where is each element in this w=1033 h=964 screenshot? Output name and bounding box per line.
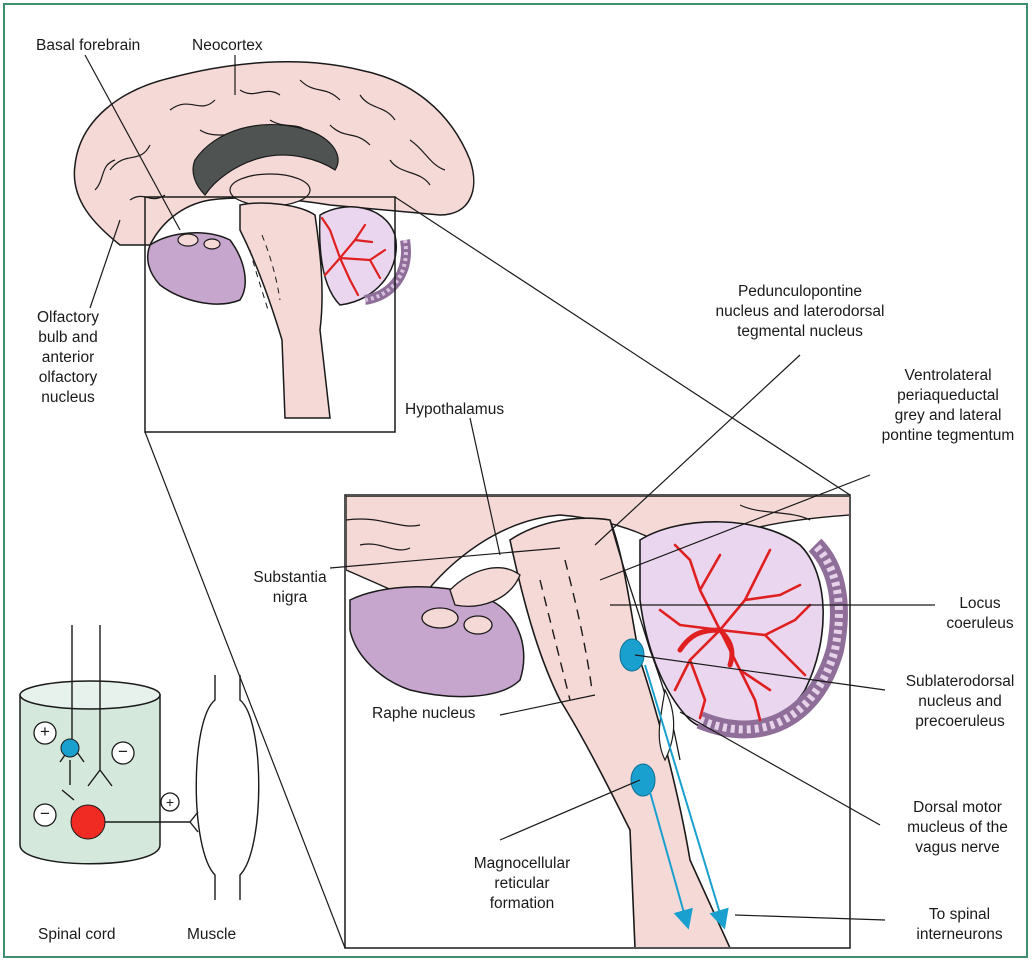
muscle-shape	[196, 675, 259, 900]
top-brainstem	[240, 203, 330, 418]
label-ventrolateral: Ventrolateral periaqueductal grey and la…	[868, 366, 1028, 446]
minus-sign: −	[35, 804, 55, 824]
label-neocortex: Neocortex	[192, 36, 263, 56]
label-olfactory: Olfactory bulb and anterior olfactory nu…	[18, 308, 118, 408]
label-spinal-cord: Spinal cord	[38, 925, 116, 945]
label-substantia-nigra: Substantia nigra	[245, 568, 335, 608]
label-basal-forebrain: Basal forebrain	[36, 36, 140, 56]
spinal-cord-diagram	[20, 625, 259, 900]
plus-sign: +	[35, 722, 55, 742]
label-sublaterodorsal: Sublaterodorsal nucleus and precoeruleus	[890, 672, 1030, 732]
plus-sign: +	[161, 792, 179, 812]
interneuron	[61, 739, 79, 757]
magnocellular-nucleus-dot	[631, 764, 655, 796]
label-to-spinal: To spinal interneurons	[892, 905, 1027, 945]
label-dorsal-motor: Dorsal motor mucleus of the vagus nerve	[885, 798, 1030, 858]
sublaterodorsal-nucleus-dot	[620, 639, 644, 671]
label-locus-coeruleus: Locus coeruleus	[930, 594, 1030, 634]
label-hypothalamus: Hypothalamus	[405, 400, 504, 420]
label-pedunculopontine: Pedunculopontine nucleus and laterodorsa…	[700, 282, 900, 342]
label-raphe-nucleus: Raphe nucleus	[372, 704, 475, 724]
label-muscle: Muscle	[187, 925, 236, 945]
minus-sign: −	[113, 742, 133, 762]
top-brain	[74, 62, 473, 418]
motor-neuron	[71, 805, 105, 839]
label-magnocellular: Magnocellular reticular formation	[452, 854, 592, 914]
